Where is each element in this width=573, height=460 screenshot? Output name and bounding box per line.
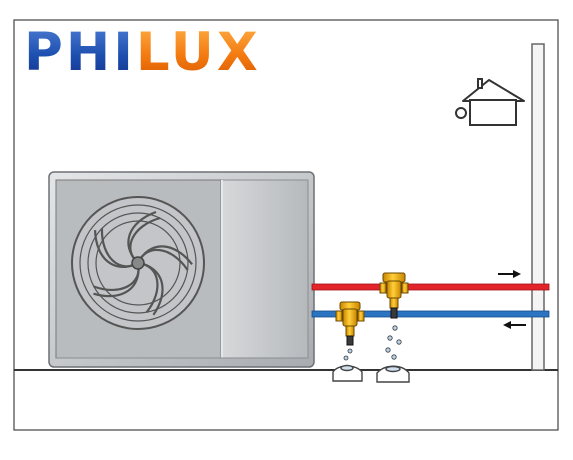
brand-logo: PHILUX [24,26,261,79]
supply-pipe [311,283,550,291]
magnetic-filter-valve-icon [379,272,409,319]
fan-icon [71,196,205,330]
building-wall [531,43,545,371]
drain-funnel-icon [332,364,363,382]
magnetic-filter-valve-icon [335,301,365,346]
return-pipe [311,310,550,318]
arrow-left-icon [503,321,526,329]
frame-outline [13,19,559,431]
house-icon [455,78,525,126]
drain-funnel-icon [376,365,410,383]
brand-logo-part2: LUX [135,22,261,83]
brand-logo-part1: PHI [24,22,136,83]
arrow-right-icon [498,270,521,278]
water-drops [343,325,402,361]
